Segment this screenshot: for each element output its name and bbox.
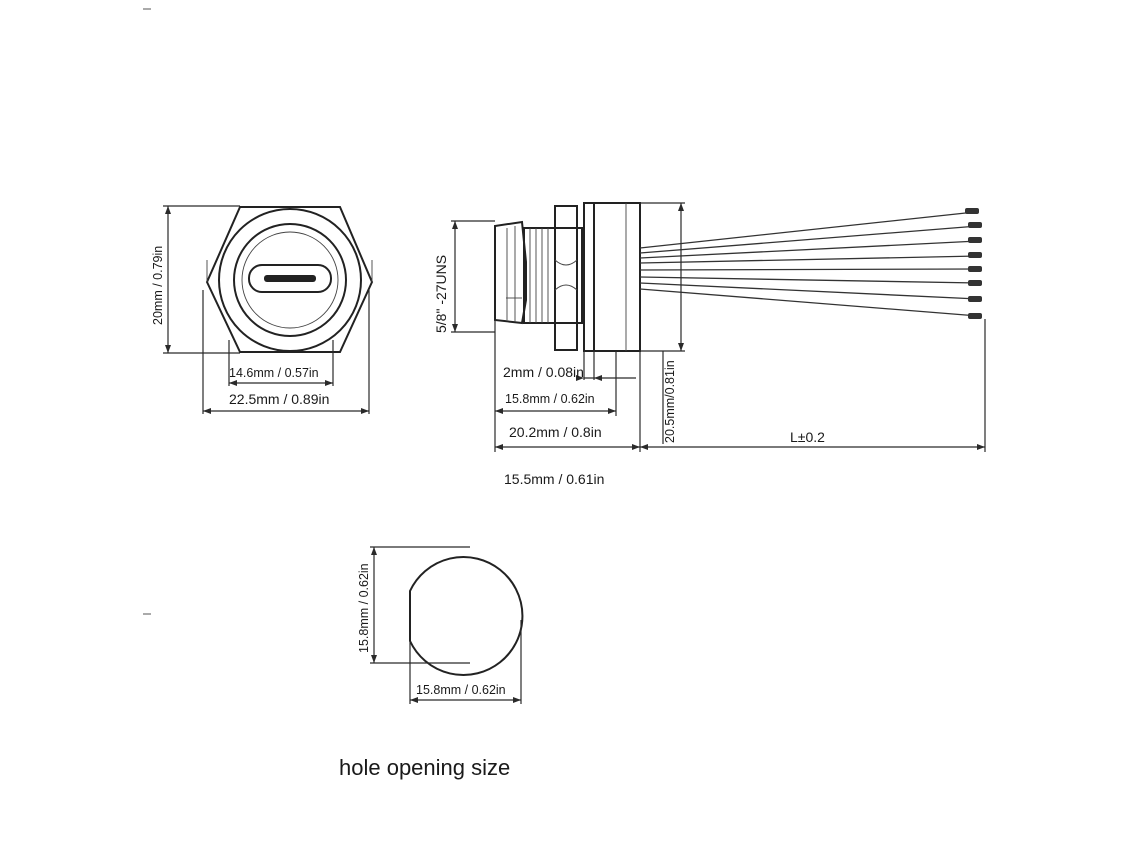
flange [583,202,595,352]
caption: hole opening size [339,755,510,780]
side-view: 5/8" -27UNS 2mm / 0.08in 15.8mm / 0.62in… [433,202,986,487]
front-inner-width-label: 14.6mm / 0.57in [229,366,319,380]
nut-thickness-label: 2mm / 0.08in [503,364,584,380]
usb-c-tongue [264,275,316,282]
front-view: 20mm / 0.79in 14.6mm / 0.57in 22.5mm / 0… [151,205,374,414]
panel-nut [554,205,578,351]
overall-length-label: 15.5mm / 0.61in [504,471,604,487]
corner-mark-top [143,8,151,10]
thread-length-label: 15.8mm / 0.62in [505,392,595,406]
hole-width-label: 15.8mm / 0.62in [416,683,506,697]
thread-size-label: 5/8" -27UNS [433,255,449,333]
hole-outline [409,556,524,676]
front-outer-width-label: 22.5mm / 0.89in [229,391,329,407]
front-body-circle [218,208,362,352]
flange-height-label: 20.5mm/0.81in [663,360,677,443]
usb-c-port [248,264,332,293]
wire-bundle [639,208,982,319]
front-inner-ring [233,223,347,337]
front-height-label: 20mm / 0.79in [151,246,165,325]
threaded-body [523,227,583,324]
rear-housing [593,202,641,352]
connector-cap [494,220,527,325]
wire-length-label: L±0.2 [790,429,825,445]
corner-mark-left [143,613,151,615]
hole-height-label: 15.8mm / 0.62in [357,563,371,653]
body-length-label: 20.2mm / 0.8in [509,424,602,440]
hole-view: 15.8mm / 0.62in 15.8mm / 0.62in [357,546,524,704]
